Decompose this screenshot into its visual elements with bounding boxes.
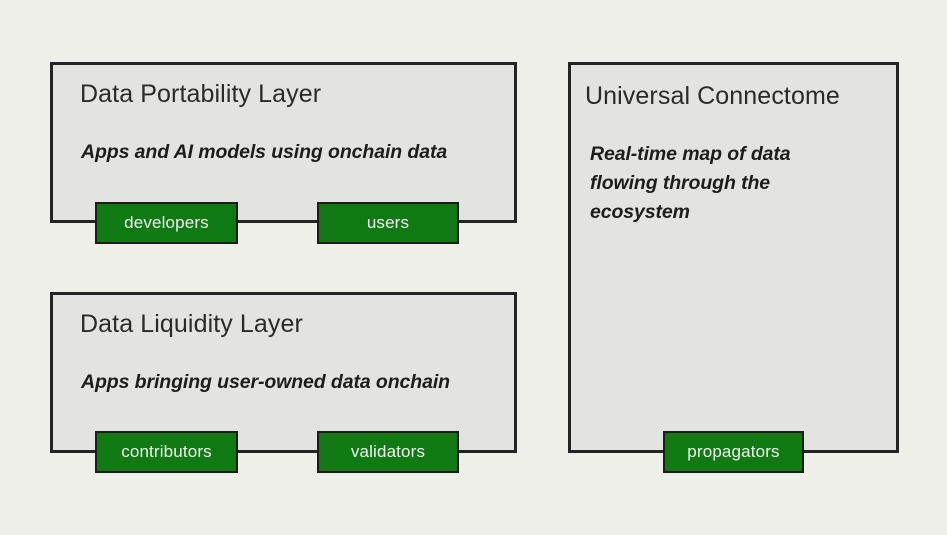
tag-validators[interactable]: validators (317, 431, 459, 473)
panel-data-portability-layer (50, 62, 517, 223)
panel-subtitle-data-liquidity-layer: Apps bringing user-owned data onchain (81, 371, 450, 393)
panel-title-universal-connectome: Universal Connectome (585, 82, 840, 110)
tag-propagators[interactable]: propagators (663, 431, 804, 473)
panel-subtitle-universal-connectome: Real-time map of data flowing through th… (590, 143, 791, 223)
tag-developers[interactable]: developers (95, 202, 238, 244)
tag-users[interactable]: users (317, 202, 459, 244)
panel-universal-connectome (568, 62, 899, 453)
tag-contributors[interactable]: contributors (95, 431, 238, 473)
panel-title-data-liquidity-layer: Data Liquidity Layer (80, 310, 303, 338)
panel-title-data-portability-layer: Data Portability Layer (80, 80, 322, 108)
panel-data-liquidity-layer (50, 292, 517, 453)
panel-subtitle-data-portability-layer: Apps and AI models using onchain data (81, 141, 448, 163)
